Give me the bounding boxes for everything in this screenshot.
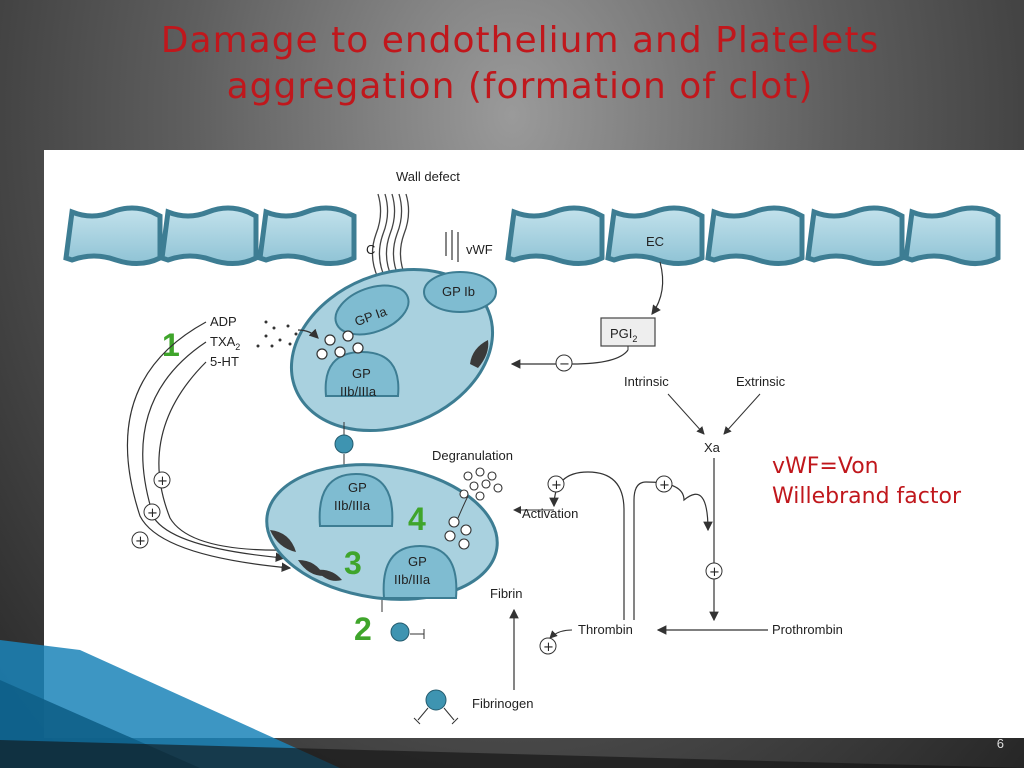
mediator-dots bbox=[256, 320, 298, 348]
note-line-2: Willebrand factor bbox=[772, 484, 961, 509]
endothelial-cell bbox=[159, 205, 259, 266]
plus-sign-1: + bbox=[157, 474, 168, 489]
intrinsic-label: Intrinsic bbox=[624, 374, 669, 389]
xa-label: Xa bbox=[704, 440, 721, 455]
gp-label-bottom: GP bbox=[408, 554, 427, 569]
gp-label-top: GP bbox=[352, 366, 371, 381]
pgi2-box bbox=[600, 317, 656, 347]
endothelial-cell bbox=[805, 205, 905, 266]
gp-ib-receptor bbox=[423, 271, 497, 313]
gp-iib-iiia-receptor-bottom bbox=[382, 544, 458, 599]
slide-title-line-2: aggregation (formation of clot) bbox=[226, 66, 814, 107]
fibrinogen-label: Fibrinogen bbox=[472, 696, 533, 711]
granules-top bbox=[316, 330, 364, 360]
fibrin-label: Fibrin bbox=[490, 586, 523, 601]
platelet-pseudopods bbox=[270, 530, 342, 581]
note-line-1: vWF=Von bbox=[772, 454, 879, 479]
step-number-3: 3 bbox=[344, 545, 362, 581]
platelet-granule-dark bbox=[470, 340, 489, 368]
adp-label: ADP bbox=[210, 314, 237, 329]
gp-label-middle: GP bbox=[348, 480, 367, 495]
endothelial-cell bbox=[505, 205, 605, 266]
feedback-arrows bbox=[126, 321, 292, 573]
plus-sign-fibrin: + bbox=[543, 640, 554, 655]
fibrinogen-molecule-bound bbox=[390, 622, 410, 642]
gp-ib-label: GP Ib bbox=[442, 284, 475, 299]
iib-iiia-label-bottom: IIb/IIIa bbox=[394, 572, 431, 587]
vwf-strands bbox=[445, 230, 459, 262]
step-number-1: 1 bbox=[162, 327, 180, 363]
fibrinogen-bridge bbox=[334, 434, 354, 454]
endothelial-cell bbox=[257, 205, 357, 266]
iib-iiia-label-top: IIb/IIIa bbox=[340, 384, 377, 399]
plus-sign-3: + bbox=[135, 534, 146, 549]
vwf-definition-note: vWF=Von Willebrand factor bbox=[772, 452, 1012, 512]
minus-sign: − bbox=[559, 357, 570, 372]
step-number-4: 4 bbox=[408, 501, 426, 537]
extrinsic-label: Extrinsic bbox=[736, 374, 786, 389]
plus-sign-loop: + bbox=[659, 478, 670, 493]
vwf-label: vWF bbox=[466, 242, 493, 257]
ec-label: EC bbox=[646, 234, 664, 249]
gp-iib-iiia-receptor-middle bbox=[318, 472, 394, 527]
degranulation-label: Degranulation bbox=[432, 448, 513, 463]
txa2-label: TXA2 bbox=[210, 334, 240, 352]
endothelial-cell bbox=[705, 205, 805, 266]
5-ht-label: 5-HT bbox=[210, 354, 239, 369]
endothelial-cell bbox=[63, 205, 163, 266]
thrombin-label: Thrombin bbox=[578, 622, 633, 637]
fibrinogen-molecule-free bbox=[425, 689, 447, 711]
gp-iib-iiia-receptor-top bbox=[324, 350, 400, 397]
pgi2-label: PGI2 bbox=[610, 326, 637, 344]
plus-sign-xa: + bbox=[709, 565, 720, 580]
prothrombin-label: Prothrombin bbox=[772, 622, 843, 637]
step-number-2: 2 bbox=[354, 611, 372, 647]
diagram-panel: Wall defect C vWF EC PGI2 − GP Ia GP Ib … bbox=[44, 150, 1024, 738]
activation-label: Activation bbox=[522, 506, 578, 521]
endothelial-cell-row bbox=[63, 205, 1001, 266]
gp-ia-receptor bbox=[334, 284, 410, 336]
platelet-aggregation-diagram: Wall defect C vWF EC PGI2 − GP Ia GP Ib … bbox=[63, 169, 1001, 725]
slide-title-line-1: Damage to endothelium and Platelets bbox=[160, 20, 880, 61]
endothelial-cell bbox=[605, 205, 705, 266]
iib-iiia-label-middle: IIb/IIIa bbox=[334, 498, 371, 513]
inhibition-circle bbox=[555, 354, 573, 372]
slide-title: Damage to endothelium and Platelets aggr… bbox=[120, 18, 920, 110]
collagen-label: C bbox=[366, 242, 375, 257]
wall-defect-label: Wall defect bbox=[396, 169, 460, 184]
degranulation-granules bbox=[444, 467, 503, 550]
plus-sign-activation: + bbox=[551, 478, 562, 493]
page-number: 6 bbox=[996, 736, 1004, 751]
plus-sign-2: + bbox=[147, 506, 158, 521]
endothelial-cell bbox=[903, 205, 1001, 266]
